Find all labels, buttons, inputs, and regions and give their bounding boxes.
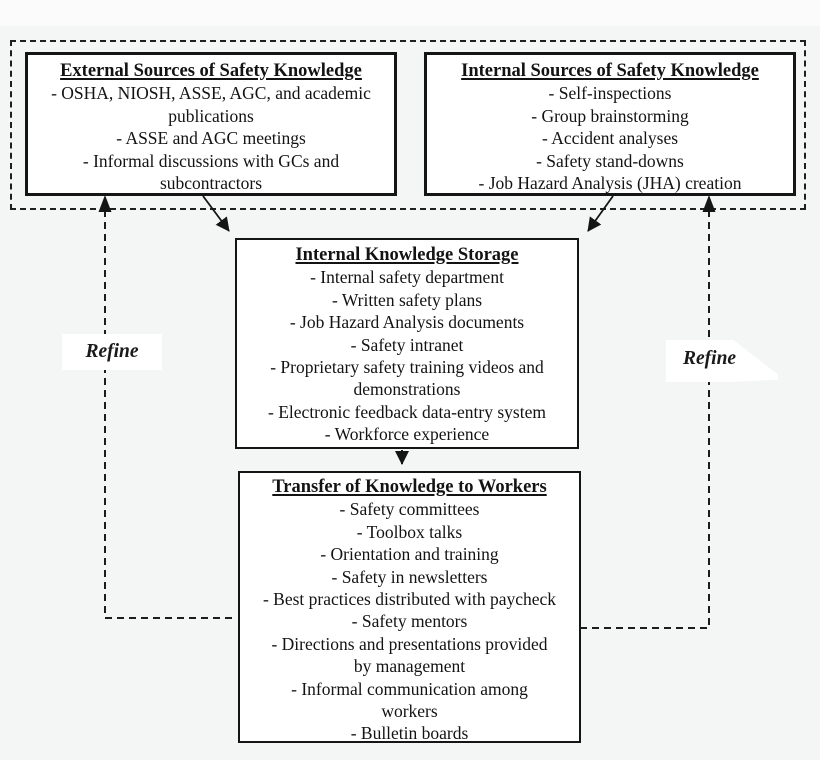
- internal-sources-box: Internal Sources of Safety Knowledge - S…: [424, 52, 796, 196]
- bullet-item: - Safety stand-downs: [536, 150, 684, 171]
- bullet-item: - Directions and presentations provided …: [271, 633, 548, 677]
- bullet-item: - Accident analyses: [541, 128, 679, 149]
- refine-label-left-text: Refine: [85, 341, 139, 362]
- bullet-item: - Written safety plans: [331, 289, 483, 310]
- bullet-item: - Safety committees: [339, 499, 480, 520]
- bullet-item: - Workforce experience: [324, 424, 490, 445]
- refine-label-left: Refine: [62, 334, 162, 370]
- sources-dashed-boundary: [10, 40, 806, 210]
- bullet-item: - Safety intranet: [350, 334, 464, 355]
- knowledge-storage-title: Internal Knowledge Storage: [295, 245, 519, 265]
- bullet-item: - Group brainstorming: [531, 105, 689, 126]
- bullet-item: - Orientation and training: [320, 544, 499, 565]
- bullet-item: - Informal communication among workers: [291, 678, 528, 722]
- internal-sources-title: Internal Sources of Safety Knowledge: [461, 61, 759, 81]
- bullet-item: - Electronic feedback data-entry system: [268, 401, 546, 422]
- external-sources-title: External Sources of Safety Knowledge: [60, 61, 362, 81]
- bullet-item: - Job Hazard Analysis (JHA) creation: [478, 173, 742, 194]
- bullet-item: - Self-inspections: [548, 83, 672, 104]
- bullet-item: - Safety mentors: [351, 611, 468, 632]
- bullet-item: - Best practices distributed with payche…: [262, 589, 557, 610]
- bullet-item: - ASSE and AGC meetings: [116, 128, 306, 149]
- external-sources-box: External Sources of Safety Knowledge - O…: [25, 52, 397, 196]
- transfer-knowledge-title: Transfer of Knowledge to Workers: [272, 477, 547, 497]
- bullet-item: - OSHA, NIOSH, ASSE, AGC, and academic p…: [51, 83, 371, 126]
- transfer-knowledge-box: Transfer of Knowledge to Workers - Safet…: [238, 471, 581, 743]
- knowledge-storage-items: - Internal safety department- Written sa…: [237, 266, 577, 445]
- dashed-refine-line-left: [104, 210, 236, 619]
- bullet-item: - Toolbox talks: [356, 521, 463, 542]
- knowledge-storage-box: Internal Knowledge Storage - Internal sa…: [235, 238, 579, 449]
- bullet-item: - Safety in newsletters: [331, 566, 488, 587]
- bullet-item: - Informal discussions with GCs and subc…: [82, 150, 340, 194]
- refine-label-right: Refine: [666, 340, 778, 382]
- bullet-item: - Job Hazard Analysis documents: [289, 312, 525, 333]
- external-sources-items: - OSHA, NIOSH, ASSE, AGC, and academic p…: [28, 82, 394, 194]
- dashed-refine-line-right: [580, 210, 710, 629]
- bullet-item: - Internal safety department: [310, 267, 504, 288]
- top-margin-band: [0, 0, 820, 26]
- bullet-item: - Bulletin boards: [350, 723, 469, 744]
- transfer-knowledge-items: - Safety committees- Toolbox talks- Orie…: [240, 498, 579, 744]
- bullet-item: - Proprietary safety training videos and…: [270, 357, 544, 400]
- internal-sources-items: - Self-inspections- Group brainstorming-…: [427, 82, 793, 194]
- refine-label-right-text: Refine: [683, 348, 737, 369]
